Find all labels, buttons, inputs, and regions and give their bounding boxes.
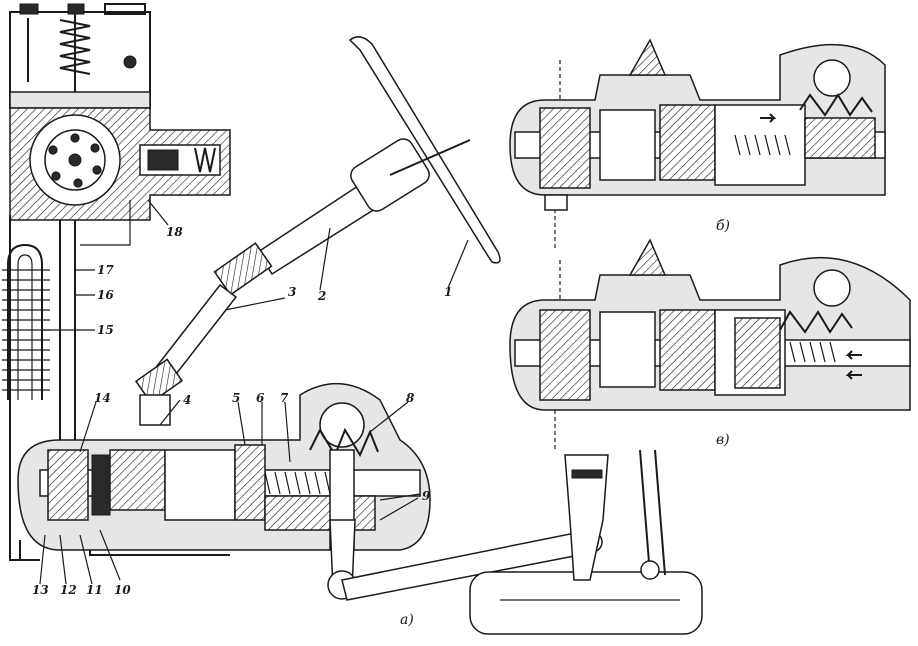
steering-wheel (348, 36, 501, 264)
callout-9: 9 (422, 489, 431, 503)
cardan-shaft (134, 242, 273, 426)
callout-7: 7 (280, 391, 289, 405)
caption-main: а) (400, 612, 414, 628)
steering-gear-main (17, 383, 431, 551)
pump-housing (9, 107, 231, 221)
callout-3: 3 (288, 285, 296, 299)
caption-view-v: в) (716, 432, 730, 448)
callout-2: 2 (317, 289, 326, 303)
callout-18: 18 (166, 225, 183, 239)
steering-gear-view-v (509, 238, 911, 450)
callout-13: 13 (32, 583, 49, 597)
callout-8: 8 (406, 391, 415, 405)
steering-gear-view-b (509, 38, 886, 250)
callout-1: 1 (444, 285, 452, 299)
callout-16: 16 (97, 288, 114, 302)
callout-11: 11 (86, 583, 103, 597)
leader-lines (39, 199, 469, 585)
callout-12: 12 (60, 583, 77, 597)
caption-view-b: б) (716, 218, 730, 234)
callout-17: 17 (97, 263, 114, 277)
callout-4: 4 (183, 393, 191, 407)
callout-14: 14 (94, 391, 111, 405)
callout-5: 5 (232, 391, 240, 405)
front-wheel (469, 449, 703, 635)
callout-15: 15 (97, 323, 114, 337)
pump-reservoir (9, 3, 151, 109)
callout-10: 10 (114, 583, 131, 597)
callout-6: 6 (256, 391, 265, 405)
oil-cooler (2, 243, 50, 400)
